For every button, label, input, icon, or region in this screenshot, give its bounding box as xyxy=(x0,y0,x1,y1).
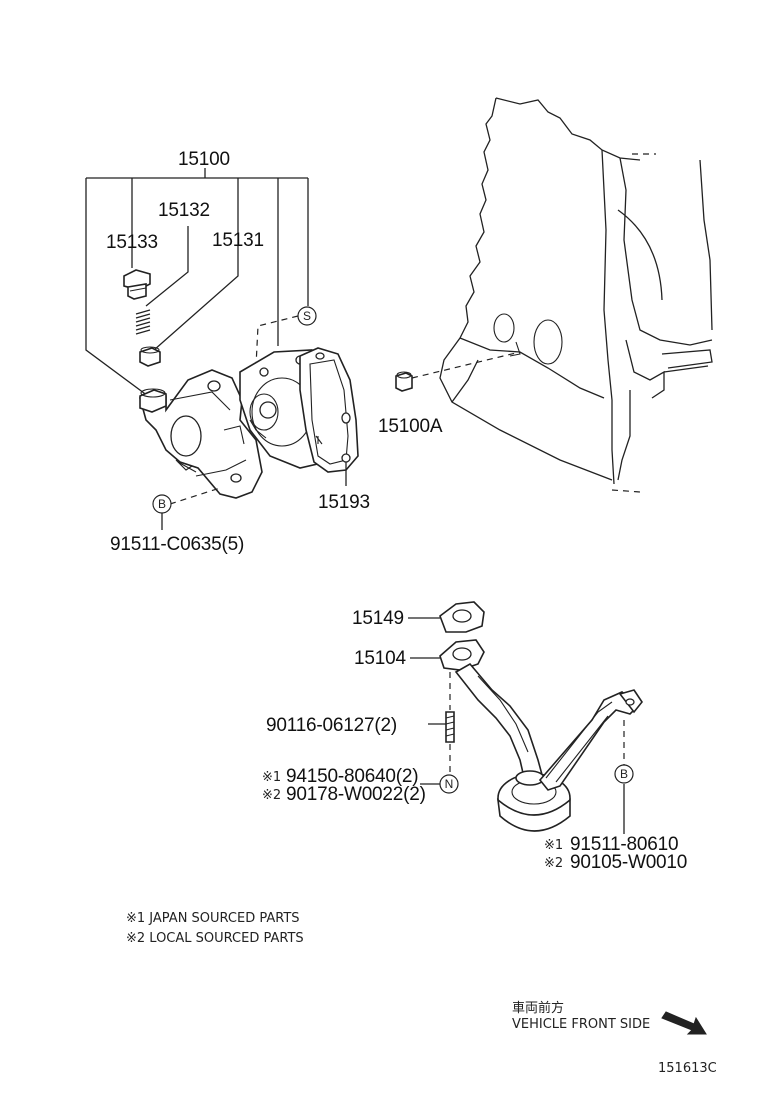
marker-b-lower: B xyxy=(614,764,634,784)
note-japan-sourced: ※1 JAPAN SOURCED PARTS xyxy=(126,911,300,926)
label-15131: 15131 xyxy=(212,230,264,251)
label-15100a: 15100A xyxy=(378,416,443,437)
label-15104: 15104 xyxy=(354,648,406,669)
direction-label-jp: 車両前方 xyxy=(512,1000,564,1016)
leader-b-dash-upper xyxy=(169,487,221,505)
stud-90116 xyxy=(445,711,455,743)
svg-text:S: S xyxy=(303,309,311,323)
strainer-support-stay xyxy=(538,689,643,791)
gasket-15149 xyxy=(439,601,485,633)
figure-code: 151613C xyxy=(658,1061,717,1076)
spring-15132 xyxy=(135,309,151,335)
direction-label-en: VEHICLE FRONT SIDE xyxy=(512,1017,650,1032)
marker-b-upper: B xyxy=(152,494,172,514)
prefix-x2-left: ※2 xyxy=(262,788,281,803)
vehicle-front-arrow-icon xyxy=(661,1011,707,1035)
svg-text:B: B xyxy=(620,767,628,781)
label-15193: 15193 xyxy=(318,492,370,513)
label-90116: 90116-06127(2) xyxy=(266,715,397,736)
relief-valve-15131 xyxy=(139,346,161,367)
plug-15133 xyxy=(123,269,151,300)
label-15100: 15100 xyxy=(178,149,230,170)
gasket-15193 xyxy=(299,347,359,473)
label-91511-c0635: 91511-C0635(5) xyxy=(110,534,244,555)
label-15132: 15132 xyxy=(158,200,210,221)
label-94150: 94150-80640(2) xyxy=(286,766,418,787)
label-90178: 90178-W0022(2) xyxy=(286,784,426,805)
label-15149: 15149 xyxy=(352,608,404,629)
oil-pump-body xyxy=(139,369,263,499)
svg-text:B: B xyxy=(158,497,166,511)
prefix-x2-right: ※2 xyxy=(544,856,563,871)
engine-block-outline xyxy=(439,97,713,493)
svg-text:N: N xyxy=(445,777,454,791)
oil-strainer-15104 xyxy=(439,639,571,832)
bracket-15100 xyxy=(85,168,309,397)
dowel-pin-15100a xyxy=(395,371,413,392)
marker-s: S xyxy=(297,306,317,326)
label-90105: 90105-W0010 xyxy=(570,852,687,873)
prefix-x1-left: ※1 xyxy=(262,770,281,785)
prefix-x1-right: ※1 xyxy=(544,838,563,853)
marker-n: N xyxy=(439,774,459,794)
note-local-sourced: ※2 LOCAL SOURCED PARTS xyxy=(126,931,304,946)
leader-15100a-dash xyxy=(411,351,521,379)
label-15133: 15133 xyxy=(106,232,158,253)
label-91511-80610: 91511-80610 xyxy=(570,834,678,855)
